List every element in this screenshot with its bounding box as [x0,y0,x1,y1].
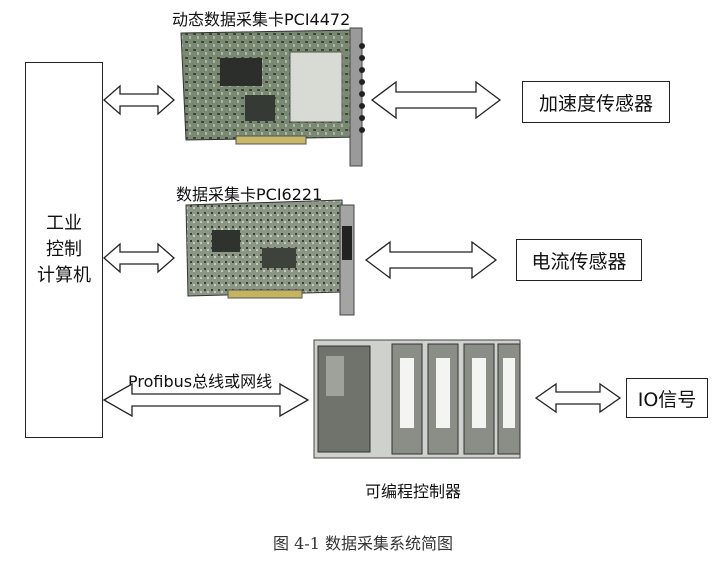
current-sensor-box: 电流传感器 [516,239,642,281]
arrow-plc-io [534,382,622,414]
plc-image [313,339,521,459]
arrow-pc-plc [102,382,310,418]
current-sensor-label: 电流传感器 [531,250,627,273]
plc-title: 可编程控制器 [365,482,462,501]
card2-title: 数据采集卡PCI6221 [176,185,323,204]
pci6221-card-image [185,199,355,316]
card1-title: 动态数据采集卡PCI4472 [172,10,351,29]
arrows [102,80,622,418]
arrow-pc-card2 [103,242,175,274]
computer-label-line1: 工业 [46,213,82,234]
computer-label-line3: 计算机 [37,265,91,286]
accel-sensor-box: 加速度传感器 [522,81,670,123]
arrow-card1-accel [370,80,502,120]
io-signal-box: IO信号 [626,378,708,418]
computer-label-line2: 控制 [46,239,82,260]
pci4472-card-image [180,27,365,167]
accel-sensor-label: 加速度传感器 [538,92,653,115]
io-signal-label: IO信号 [637,388,697,411]
industrial-computer-box: 工业 控制 计算机 [25,62,103,438]
arrow-card2-current [364,240,498,280]
arrow-pc-card1 [103,84,175,116]
bus-label: Profibus总线或网线 [128,372,273,391]
figure-caption: 图 4-1 数据采集系统简图 [273,534,453,553]
